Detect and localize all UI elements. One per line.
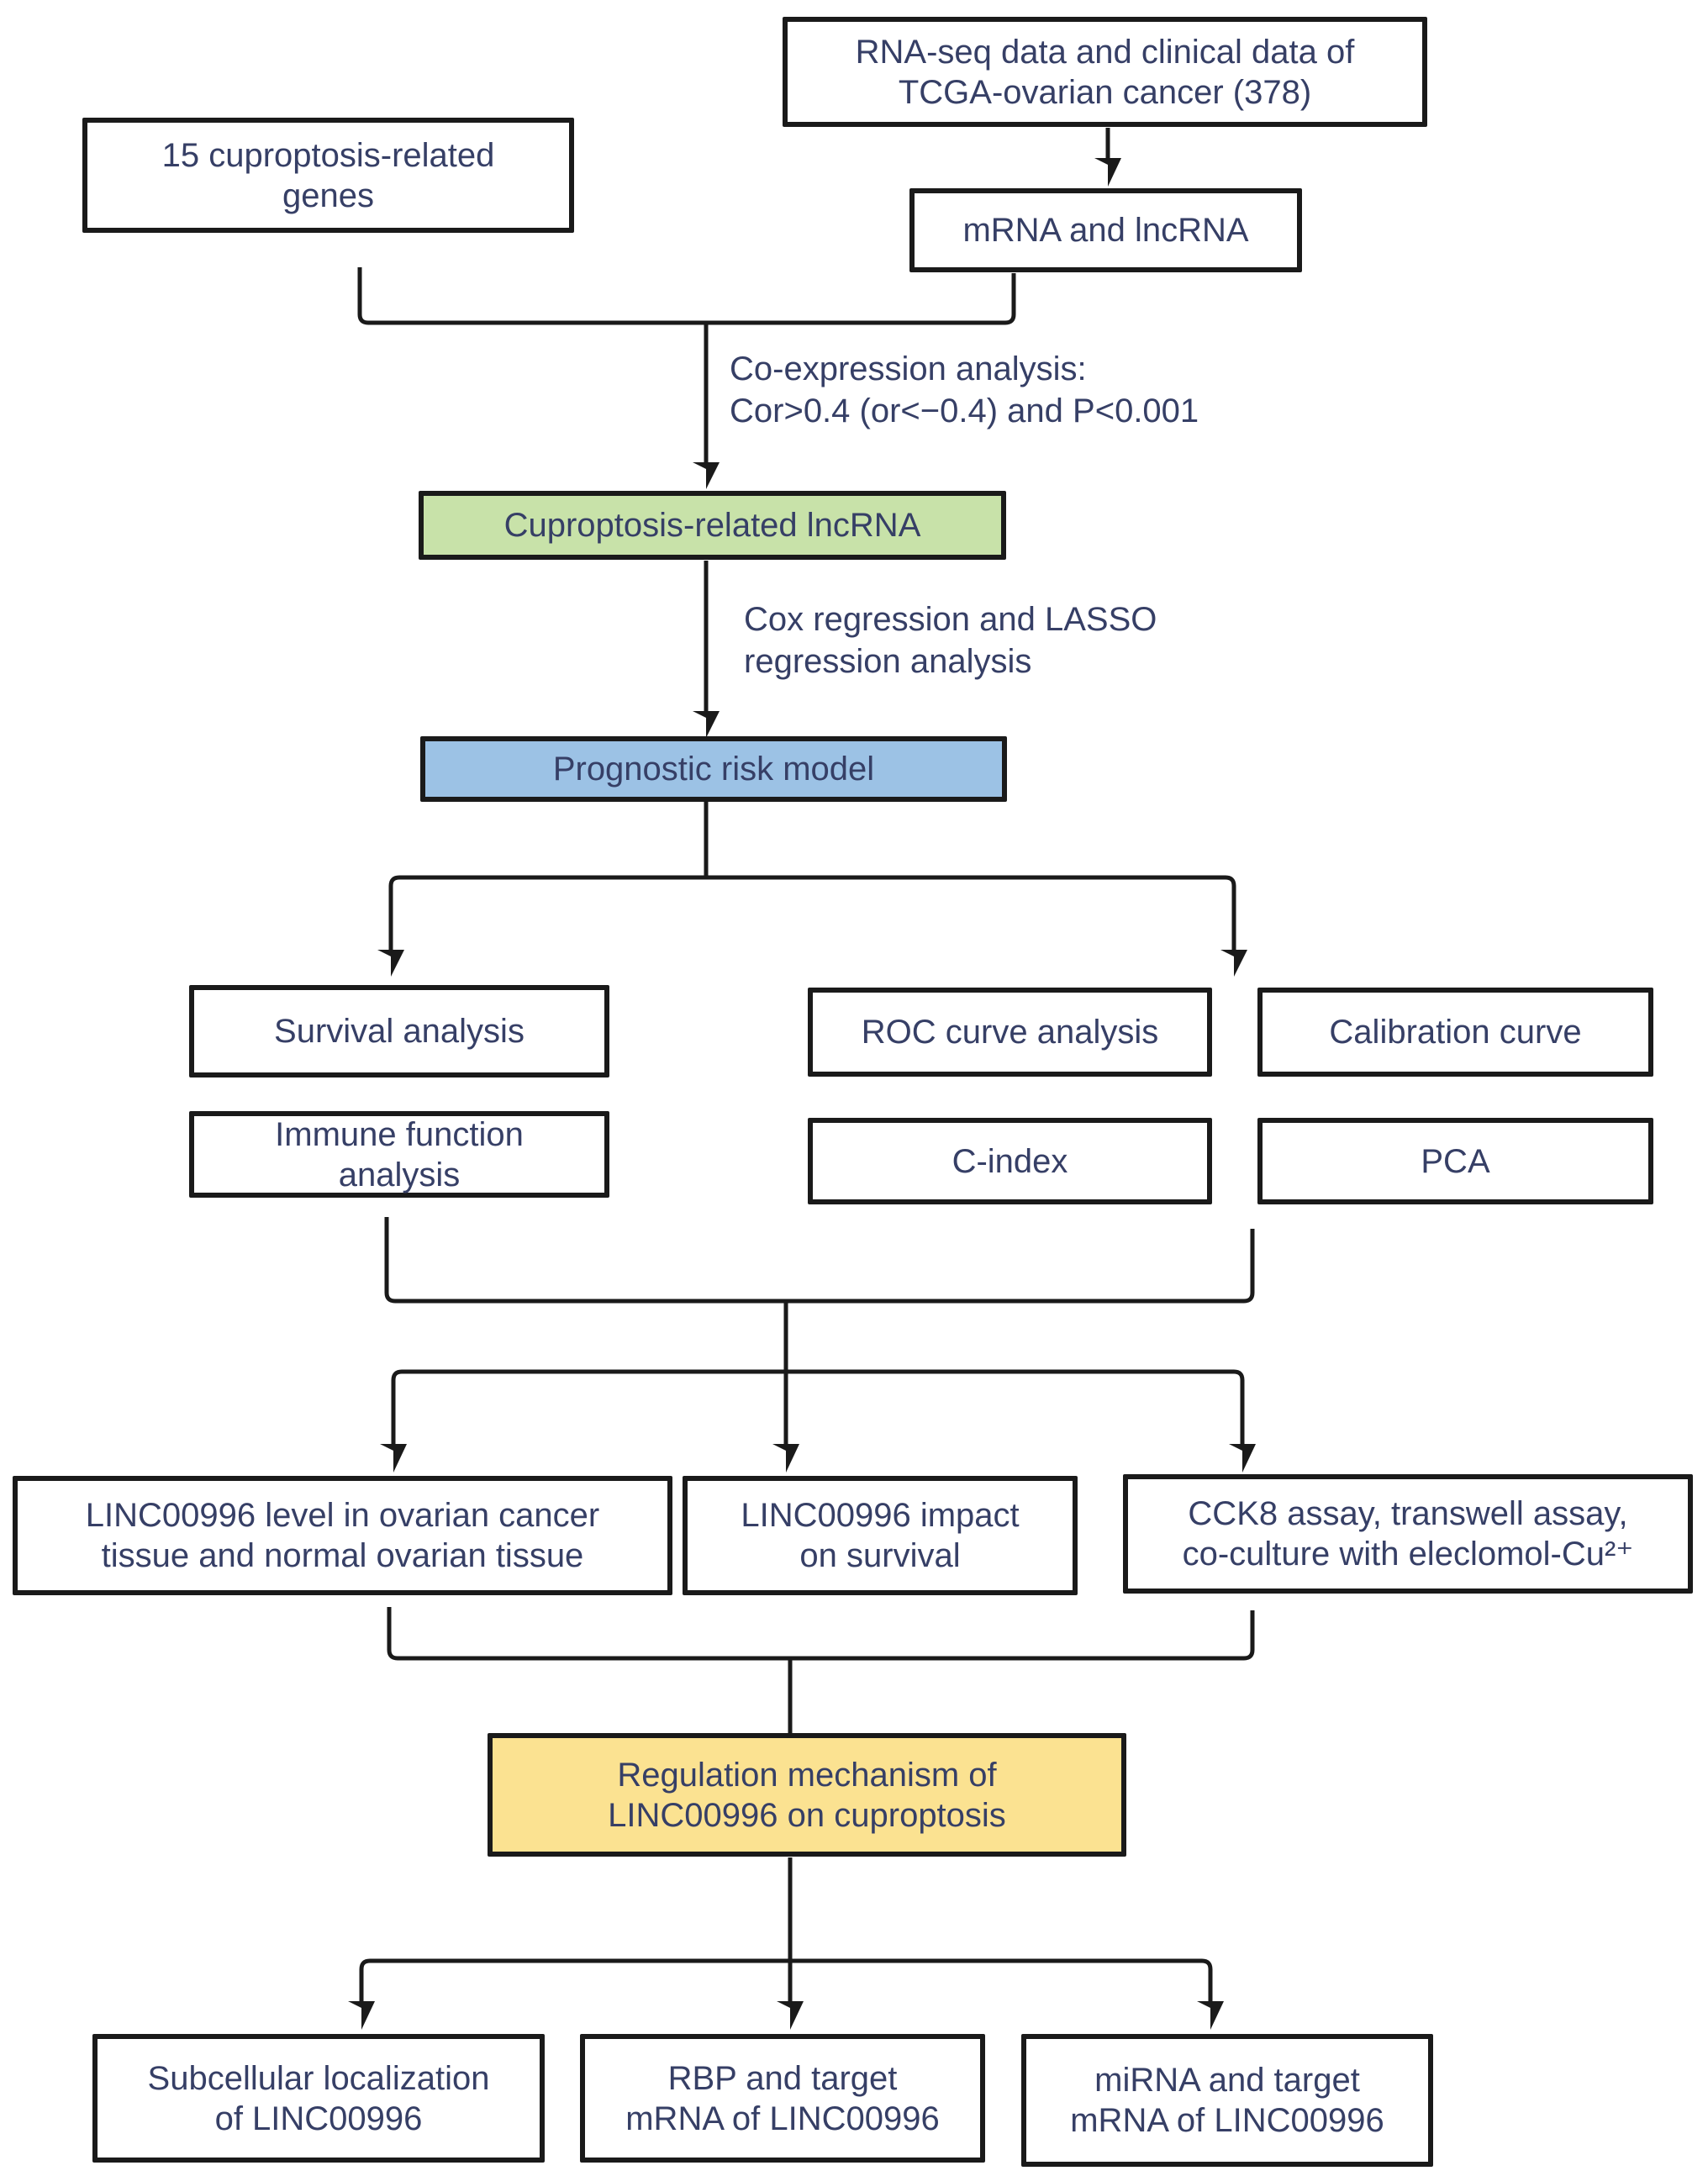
arrowhead-green-box xyxy=(693,462,720,489)
connector-splitter-analyses xyxy=(388,875,1236,950)
box-linc-level: LINC00996 level in ovarian cancer tissue… xyxy=(13,1476,672,1595)
box-cindex-line1: C-index xyxy=(952,1142,1068,1180)
box-rna-line1: RNA-seq data and clinical data of xyxy=(855,33,1355,71)
box-linc-level-line1: LINC00996 level in ovarian cancer xyxy=(85,1497,600,1534)
box-calibration-line1: Calibration curve xyxy=(1329,1014,1582,1051)
box-linc-impact-line2: on survival xyxy=(799,1537,961,1574)
box-regulation-mechanism: Regulation mechanism of LINC00996 on cup… xyxy=(488,1733,1126,1857)
connector-merge-linc-row xyxy=(387,1607,1255,1661)
box-subcellular-localization: Subcellular localization of LINC00996 xyxy=(92,2034,545,2163)
box-mrna-line1: mRNA and lncRNA xyxy=(962,212,1249,249)
box-immune-function-analysis: Immune function analysis xyxy=(189,1111,609,1198)
arrowhead-blue-box xyxy=(693,711,720,738)
box-cuproptosis-lncrna-line1: Cuproptosis-related lncRNA xyxy=(503,507,921,544)
box-rbp-line1: RBP and target xyxy=(667,2059,898,2097)
box-linc-level-line2: tissue and normal ovarian tissue xyxy=(101,1537,584,1574)
box-mirna-line2: mRNA of LINC00996 xyxy=(1070,2102,1384,2139)
arrowhead-rbp xyxy=(777,2001,804,2030)
arrowhead-cck8 xyxy=(1229,1444,1256,1473)
arrowhead-validation xyxy=(1220,950,1247,977)
box-calibration-curve: Calibration curve xyxy=(1257,988,1653,1077)
arrowhead-subcellular xyxy=(348,2001,375,2030)
box-mirna-target-mrna: miRNA and target mRNA of LINC00996 xyxy=(1021,2034,1433,2167)
box-cck8-line2: co-culture with eleclomol-Cu²⁺ xyxy=(1182,1536,1634,1573)
box-roc-line1: ROC curve analysis xyxy=(861,1014,1159,1051)
box-rbp-line2: mRNA of LINC00996 xyxy=(625,2100,940,2137)
connector-merge-analyses xyxy=(384,1217,1255,1304)
note-coexpression-line2: Cor>0.4 (or<−0.4) and P<0.001 xyxy=(730,393,1199,429)
note-cox-lasso-line2: regression analysis xyxy=(744,643,1032,680)
box-survival-line1: Survival analysis xyxy=(274,1013,525,1050)
box-pca-line1: PCA xyxy=(1421,1142,1490,1180)
connector-splitter-linc xyxy=(391,1369,1245,1444)
arrowhead-linc-impact xyxy=(772,1444,799,1473)
connector-splitter-mechanism xyxy=(359,1958,1213,2001)
note-coexpression-line1: Co-expression analysis: xyxy=(730,350,1087,387)
box-c-index: C-index xyxy=(808,1118,1212,1204)
box-pca: PCA xyxy=(1257,1118,1653,1204)
box-immune-line1: Immune function xyxy=(275,1115,524,1153)
box-survival-analysis: Survival analysis xyxy=(189,985,609,1077)
box-genes-line1: 15 cuproptosis-related xyxy=(161,136,495,174)
box-cuproptosis-genes: 15 cuproptosis-related genes xyxy=(82,118,574,233)
box-regulation-line2: LINC00996 on cuproptosis xyxy=(608,1796,1006,1834)
connector-merge-genes-mrna xyxy=(357,267,1016,325)
arrowhead-mrna xyxy=(1094,158,1121,187)
box-prognostic-risk-model: Prognostic risk model xyxy=(420,736,1007,802)
box-rna-clinical-data: RNA-seq data and clinical data of TCGA-o… xyxy=(783,17,1427,127)
note-cox-lasso-line1: Cox regression and LASSO xyxy=(744,601,1157,638)
arrowhead-mirna xyxy=(1197,2001,1224,2030)
box-cck8-assay: CCK8 assay, transwell assay, co-culture … xyxy=(1123,1474,1693,1594)
box-immune-line2: analysis xyxy=(338,1156,461,1193)
box-roc-curve-analysis: ROC curve analysis xyxy=(808,988,1212,1077)
box-cuproptosis-related-lncrna: Cuproptosis-related lncRNA xyxy=(419,491,1006,560)
box-linc-impact-survival: LINC00996 impact on survival xyxy=(683,1476,1078,1595)
box-regulation-line1: Regulation mechanism of xyxy=(617,1756,997,1794)
note-cox-lasso: Cox regression and LASSO regression anal… xyxy=(744,598,1157,682)
arrowhead-survival xyxy=(377,950,404,977)
arrowhead-linc-level xyxy=(380,1444,407,1473)
box-subcellular-line1: Subcellular localization xyxy=(147,2059,490,2097)
box-mirna-line1: miRNA and target xyxy=(1094,2062,1360,2099)
box-linc-impact-line1: LINC00996 impact xyxy=(741,1497,1020,1534)
box-subcellular-line2: of LINC00996 xyxy=(214,2100,423,2137)
box-cck8-line1: CCK8 assay, transwell assay, xyxy=(1188,1495,1628,1532)
box-rna-line2: TCGA-ovarian cancer (378) xyxy=(898,73,1312,111)
box-risk-model-line1: Prognostic risk model xyxy=(552,751,875,788)
box-mrna-lncrna: mRNA and lncRNA xyxy=(909,188,1302,272)
box-genes-line2: genes xyxy=(282,177,374,214)
note-coexpression: Co-expression analysis: Cor>0.4 (or<−0.4… xyxy=(730,348,1199,432)
box-rbp-target-mrna: RBP and target mRNA of LINC00996 xyxy=(580,2034,985,2163)
